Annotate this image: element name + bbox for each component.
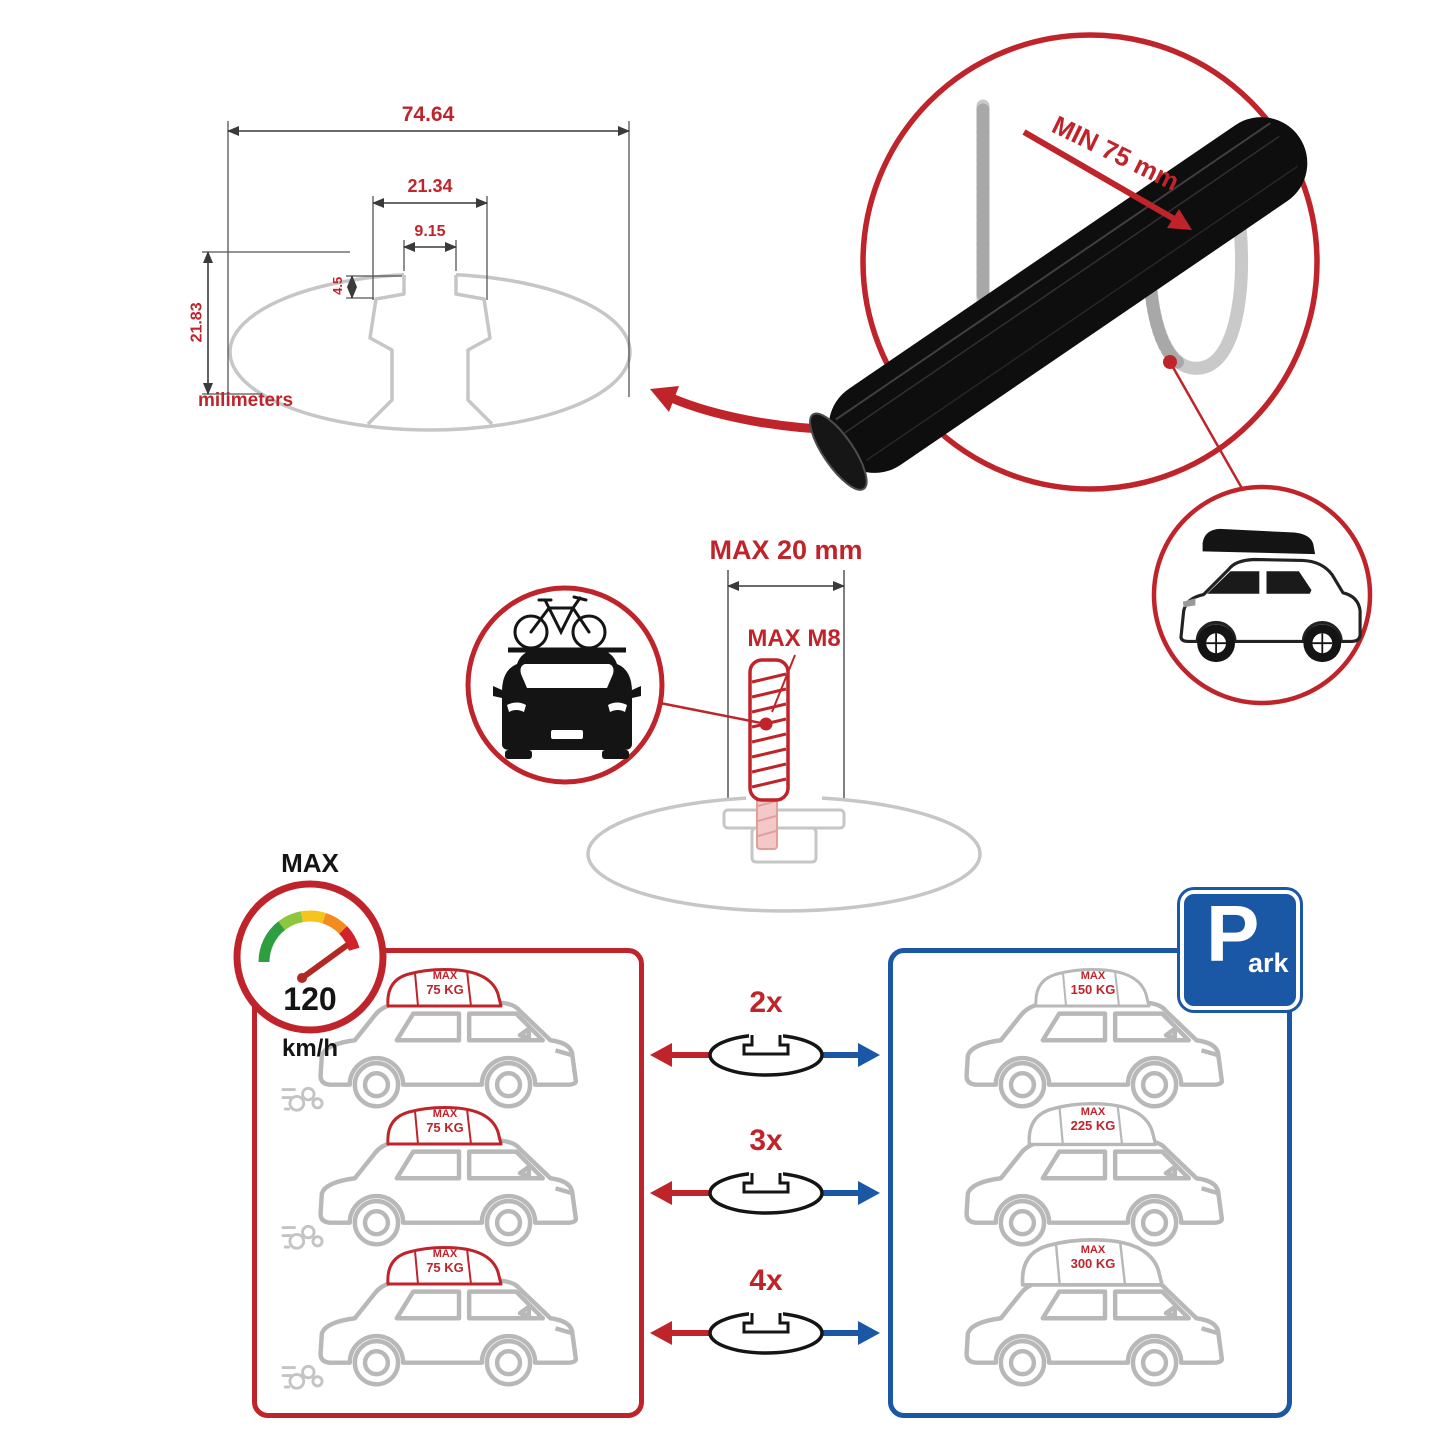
- load-label-max: MAX: [432, 1248, 458, 1260]
- suv-roofbox-detail: [1151, 484, 1373, 706]
- speed-max-label: MAX: [281, 848, 339, 878]
- car-icon: [321, 1140, 576, 1244]
- suv-roofbox-icon: [1179, 528, 1362, 663]
- parked-load-label: MAX 150 KG: [1033, 970, 1153, 998]
- lip-depth-dim-label: 4.5: [330, 276, 346, 295]
- car-icon: [967, 1002, 1222, 1106]
- dimension-lines: [202, 121, 630, 397]
- load-label-weight: 75 KG: [426, 1259, 464, 1275]
- total-width-dim-label: 74.64: [401, 103, 455, 126]
- crossbar-dimension-diagram: [202, 121, 845, 435]
- load-row-connector: [650, 1310, 880, 1355]
- units-label: milimeters: [198, 390, 294, 411]
- load-row-connector: [650, 1032, 880, 1077]
- max-thread-label: MAX M8: [747, 625, 841, 652]
- load-label-weight: 75 KG: [426, 1119, 464, 1135]
- parked-load-label: MAX 300 KG: [1019, 1244, 1167, 1272]
- row-multiplier-label: 4x: [749, 1264, 783, 1297]
- car-icon: [321, 1280, 576, 1384]
- row-multiplier-label: 3x: [749, 1124, 783, 1157]
- moving-load-label: MAX 75 KG: [385, 1248, 505, 1276]
- load-label-max: MAX: [1080, 970, 1106, 982]
- speed-circle-outline: [233, 880, 387, 1034]
- bolt-dot: [759, 717, 773, 731]
- car-icon: [967, 1140, 1222, 1244]
- load-label-max: MAX: [432, 970, 458, 982]
- exhaust-icon: [281, 1364, 324, 1390]
- load-label-weight: 225 KG: [1070, 1117, 1116, 1133]
- load-row-connector: [650, 1170, 880, 1215]
- crossbar-3d-illustration: [809, 117, 1308, 491]
- exhaust-icon: [281, 1224, 324, 1250]
- bolt-shaft-hidden: [756, 792, 778, 850]
- bolt-diagram: [586, 570, 982, 913]
- thread-leader-line: [771, 654, 796, 713]
- exhaust-icon: [281, 1086, 324, 1112]
- speed-units-label: km/h: [281, 1035, 338, 1062]
- speedometer-icon: [233, 880, 387, 1034]
- park-sign-letter: P: [1206, 889, 1260, 978]
- total-height-dim-label: 21.83: [188, 302, 206, 343]
- gauge-needle: [299, 943, 349, 981]
- load-label-weight: 75 KG: [426, 981, 464, 997]
- crossbar-zoom-detail: [809, 32, 1320, 507]
- load-label-max: MAX: [1080, 1244, 1106, 1256]
- load-label-weight: 150 KG: [1070, 981, 1116, 997]
- car-front-bike-icon: [493, 595, 641, 759]
- park-sign-suffix: ark: [1248, 948, 1289, 978]
- load-label-max: MAX: [432, 1108, 458, 1120]
- min-clearance-arrow: [1022, 129, 1192, 230]
- load-label-weight: 300 KG: [1070, 1255, 1116, 1271]
- row-multiplier-label: 2x: [749, 986, 783, 1019]
- park-sign: P ark: [1180, 889, 1300, 1010]
- slot-outer-dim-label: 21.34: [407, 176, 453, 196]
- slot-opening-dim-label: 9.15: [414, 223, 446, 240]
- leader-line: [1168, 361, 1254, 507]
- bolt-icon: [748, 658, 790, 802]
- max-length-label: MAX 20 mm: [709, 535, 863, 565]
- moving-load-label: MAX 75 KG: [385, 970, 505, 998]
- load-label-max: MAX: [1080, 1106, 1106, 1118]
- speed-value-label: 120: [283, 981, 337, 1017]
- moving-load-label: MAX 75 KG: [385, 1108, 505, 1136]
- car-icon: [967, 1280, 1222, 1384]
- bike-car-detail: [465, 585, 665, 785]
- parked-load-label: MAX 225 KG: [1026, 1106, 1160, 1134]
- bolt-leader-line: [659, 701, 767, 726]
- t-slot-channel: [366, 275, 406, 426]
